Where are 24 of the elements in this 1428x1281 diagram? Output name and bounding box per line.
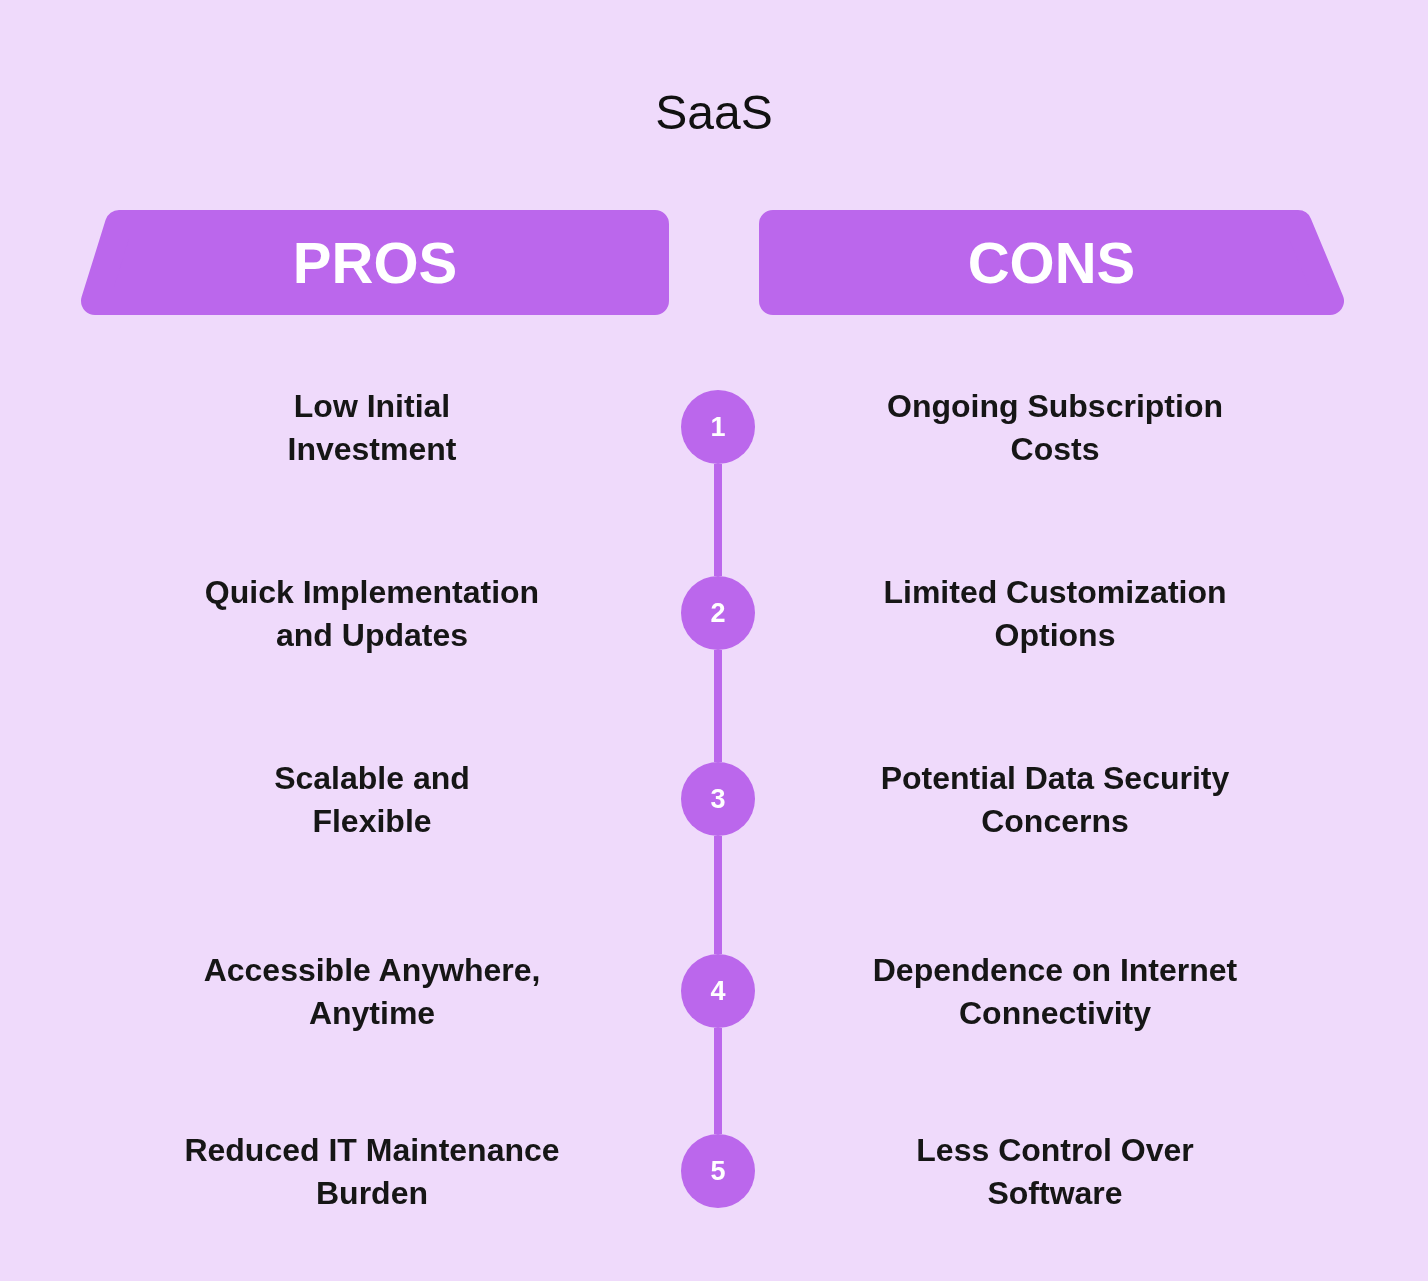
banner-heading: PROS: [292, 229, 458, 295]
connector-line: [714, 836, 722, 954]
disadvantage-text: Potential Data Security Concerns: [879, 759, 1231, 841]
step-number: 1: [710, 412, 726, 442]
disadvantage-text: Dependence on Internet Connectivity: [871, 951, 1239, 1033]
connector-line: [714, 1028, 722, 1134]
disadvantage-text: Limited Customization Options: [882, 573, 1228, 655]
header-banner: [759, 210, 1344, 315]
step-number: 3: [710, 784, 726, 814]
disadvantage-text: Ongoing Subscription Costs: [886, 387, 1224, 469]
advantage-text: Quick Implementation and Updates: [203, 573, 541, 655]
disadvantage-text: Less Control Over Software: [915, 1131, 1195, 1213]
advantage-text: Low Initial Investment: [286, 387, 458, 469]
diagram-title: SaaS: [654, 85, 774, 141]
header-banner: [81, 210, 669, 315]
advantage-text: Scalable and Flexible: [273, 759, 471, 841]
banner-heading: CONS: [967, 229, 1136, 295]
step-number: 4: [710, 976, 726, 1006]
step-number: 5: [710, 1156, 726, 1186]
connector-line: [714, 464, 722, 576]
step-number: 2: [710, 598, 726, 628]
advantage-text: Accessible Anywhere, Anytime: [202, 951, 542, 1033]
connector-line: [714, 650, 722, 762]
advantage-text: Reduced IT Maintenance Burden: [183, 1131, 561, 1213]
